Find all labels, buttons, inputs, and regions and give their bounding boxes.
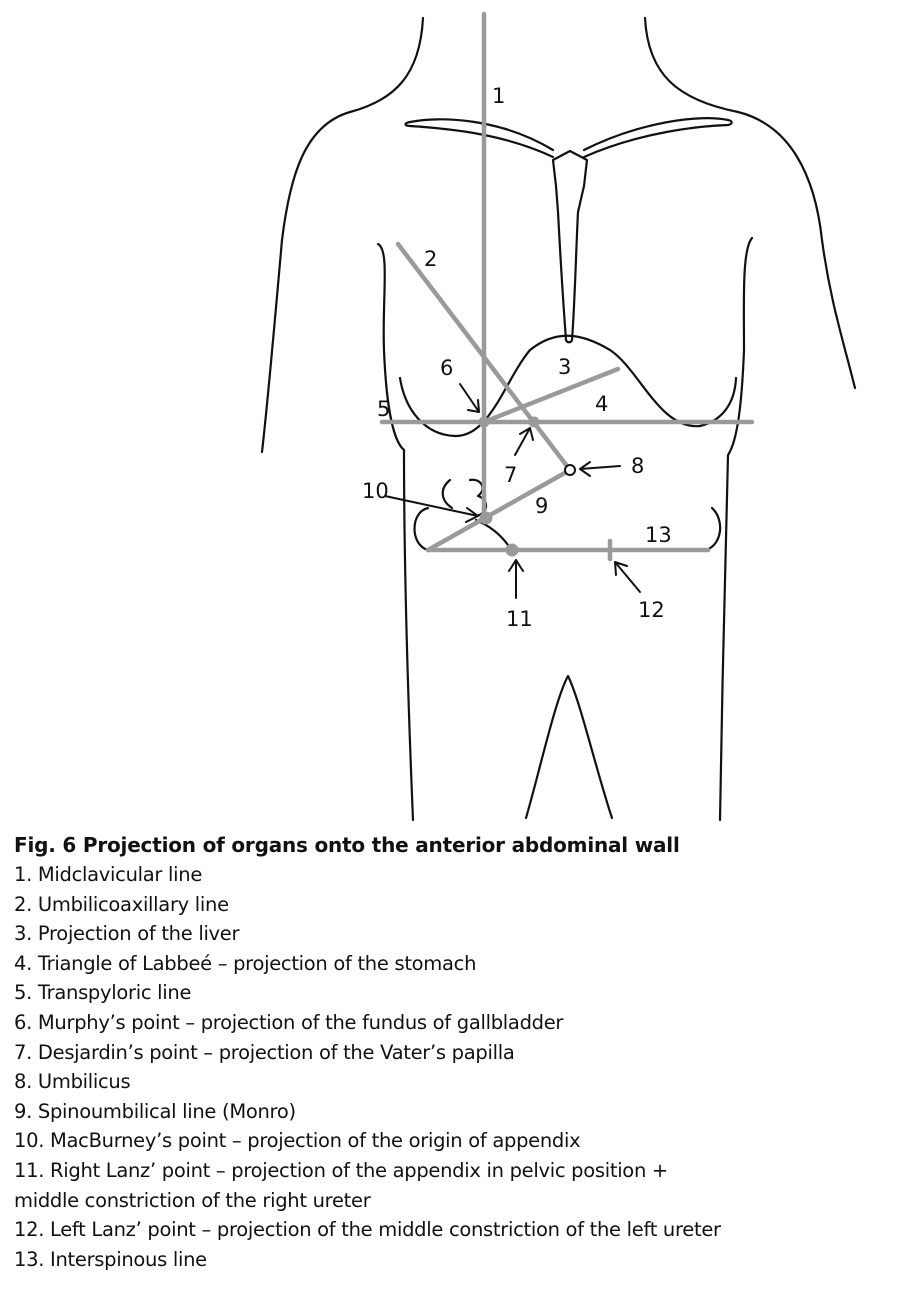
torso-right-outline (643, 16, 857, 390)
legend-item: 8. Umbilicus (14, 1070, 131, 1094)
label-1: 1 (492, 84, 505, 108)
arrow-10 (384, 495, 479, 523)
legend-item: 2. Umbilicoaxillary line (14, 892, 229, 916)
legend-item: 13. Interspinous line (14, 1247, 207, 1271)
legend-item: 3. Projection of the liver (14, 922, 240, 946)
clavicle-left (404, 118, 555, 159)
right-arm-inner (718, 236, 754, 822)
label-13: 13 (645, 523, 672, 547)
label-9: 9 (535, 494, 548, 518)
figure-caption: Fig. 6 Projection of organs onto the ant… (14, 831, 894, 1274)
right-lanz-point (505, 543, 519, 557)
label-5: 5 (377, 397, 390, 421)
label-4: 4 (595, 392, 608, 416)
arrow-6 (459, 383, 480, 413)
murphys-point (478, 416, 490, 428)
costal-margin (398, 334, 738, 438)
legend-item: 5. Transpyloric line (14, 981, 192, 1005)
label-2: 2 (424, 247, 437, 271)
legend-item: 6. Murphy’s point – projection of the fu… (14, 1010, 564, 1034)
legend-item: 12. Left Lanz’ point – projection of the… (14, 1218, 721, 1242)
caption-title: Fig. 6 Projection of organs onto the ant… (14, 833, 680, 857)
stomach-triangle-line (481, 366, 621, 425)
label-12: 12 (638, 598, 665, 622)
iliac-crest-left (704, 506, 722, 552)
legend-item: 4. Triangle of Labbeé – projection of th… (14, 951, 477, 975)
label-11: 11 (506, 607, 533, 631)
macburneys-point (479, 511, 493, 525)
label-10: 10 (362, 479, 389, 503)
legend-item: 9. Spinoumbilical line (Monro) (14, 1099, 296, 1123)
label-6: 6 (440, 356, 453, 380)
label-7: 7 (504, 463, 517, 487)
legend-item: 10. MacBurney’s point – projection of th… (14, 1129, 581, 1153)
inner-legs (524, 674, 614, 820)
legend-list: 1. Midclavicular line 2. Umbilicoaxillar… (14, 860, 894, 1274)
umbilicus-point (564, 464, 576, 476)
torso-left-outline (260, 16, 425, 454)
spinoumbilical-line (425, 467, 573, 553)
legend-item: 7. Desjardin’s point – projection of the… (14, 1040, 515, 1064)
left-arm-inner (376, 242, 415, 822)
clavicle-right (582, 117, 733, 159)
sternum (551, 149, 589, 344)
label-3: 3 (558, 355, 571, 379)
legend-item: 11. Right Lanz’ point – projection of th… (14, 1158, 668, 1212)
arrow-12 (614, 561, 641, 593)
label-8: 8 (631, 454, 644, 478)
arrow-7 (514, 427, 534, 456)
umbilicoaxillary-line (395, 241, 573, 473)
legend-item: 1. Midclavicular line (14, 863, 203, 886)
iliac-crest-right (413, 506, 430, 552)
torso-diagram: 1 2 3 4 5 6 7 8 9 10 11 12 13 (260, 11, 857, 822)
desjardins-point (528, 416, 540, 428)
arrow-11 (508, 559, 524, 599)
arrow-8 (579, 461, 621, 477)
